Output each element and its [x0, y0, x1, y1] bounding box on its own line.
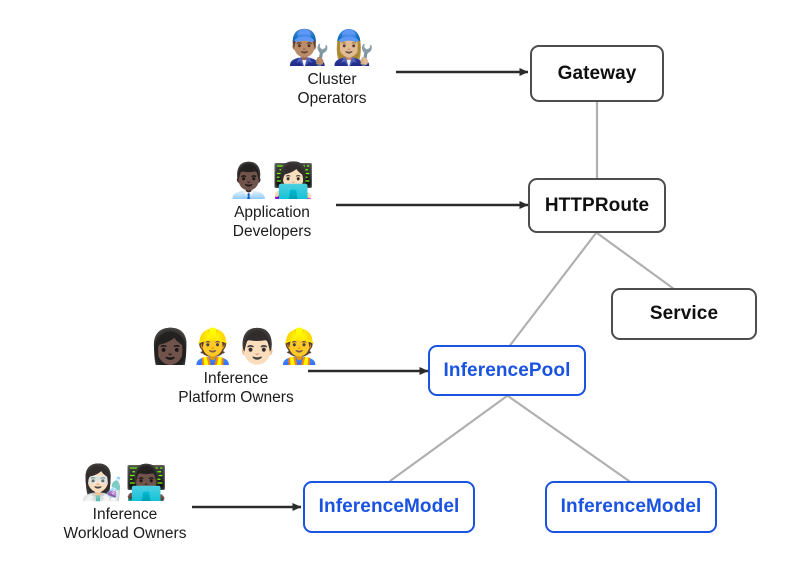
- node-inferencepool[interactable]: InferencePool: [428, 345, 586, 396]
- node-httproute[interactable]: HTTPRoute: [528, 178, 666, 233]
- persona-inference-platform-owners-label: Inference Platform Owners: [131, 369, 341, 407]
- node-inferencemodel-left-label: InferenceModel: [318, 496, 460, 517]
- persona-cluster-operators-avatars: 👨🏽‍🔧👩🏼‍🔧: [227, 28, 437, 68]
- persona-inference-workload-owners-label: Inference Workload Owners: [20, 505, 230, 543]
- persona-line-1: Inference: [92, 506, 158, 523]
- persona-line-2: Developers: [232, 223, 312, 240]
- man-technologist-emoji: 👨🏿‍💻: [125, 463, 170, 503]
- node-gateway[interactable]: Gateway: [530, 45, 664, 102]
- link-inferencepool-inferencemodel-right: [506, 394, 631, 483]
- node-service[interactable]: Service: [611, 288, 757, 340]
- persona-inference-platform-owners-avatars: 👩🏿‍👷👨🏻‍👷: [131, 327, 341, 367]
- persona-cluster-operators: 👨🏽‍🔧👩🏼‍🔧 Cluster Operators: [227, 28, 437, 108]
- man-office-worker-emoji: 👨🏿‍💼: [227, 161, 272, 201]
- link-inferencepool-inferencemodel-left: [388, 394, 509, 483]
- persona-line-1: Inference: [203, 370, 269, 387]
- persona-application-developers-label: Application Developers: [167, 203, 377, 241]
- node-inferencemodel-right-label: InferenceModel: [560, 496, 702, 517]
- node-inferencemodel-right[interactable]: InferenceModel: [545, 481, 717, 533]
- persona-line-2: Platform Owners: [178, 389, 294, 406]
- persona-line-1: Cluster: [307, 71, 357, 88]
- man-mechanic-emoji: 👨🏽‍🔧: [287, 28, 332, 68]
- persona-cluster-operators-label: Cluster Operators: [227, 70, 437, 108]
- woman-scientist-emoji: 👩🏻‍🔬: [80, 463, 125, 503]
- persona-inference-workload-owners: 👩🏻‍🔬👨🏿‍💻 Inference Workload Owners: [20, 463, 230, 543]
- node-httproute-label: HTTPRoute: [544, 194, 650, 216]
- persona-line-2: Workload Owners: [63, 525, 187, 542]
- persona-line-2: Operators: [297, 90, 367, 107]
- man-construction-worker-emoji: 👨🏻‍👷: [236, 327, 323, 367]
- link-httproute-service: [595, 231, 676, 291]
- persona-inference-workload-owners-avatars: 👩🏻‍🔬👨🏿‍💻: [20, 463, 230, 503]
- persona-application-developers: 👨🏿‍💼👩🏻‍💻 Application Developers: [167, 161, 377, 241]
- node-gateway-label: Gateway: [557, 62, 637, 84]
- woman-mechanic-emoji: 👩🏼‍🔧: [332, 28, 377, 68]
- persona-application-developers-avatars: 👨🏿‍💼👩🏻‍💻: [167, 161, 377, 201]
- link-httproute-inferencepool: [506, 231, 598, 350]
- persona-line-1: Application: [234, 204, 310, 221]
- node-service-label: Service: [649, 303, 719, 324]
- woman-technologist-emoji: 👩🏻‍💻: [272, 161, 317, 201]
- node-inferencepool-label: InferencePool: [443, 359, 571, 381]
- woman-construction-worker-emoji: 👩🏿‍👷: [149, 327, 236, 367]
- persona-inference-platform-owners: 👩🏿‍👷👨🏻‍👷 Inference Platform Owners: [131, 327, 341, 407]
- node-inferencemodel-left[interactable]: InferenceModel: [303, 481, 475, 533]
